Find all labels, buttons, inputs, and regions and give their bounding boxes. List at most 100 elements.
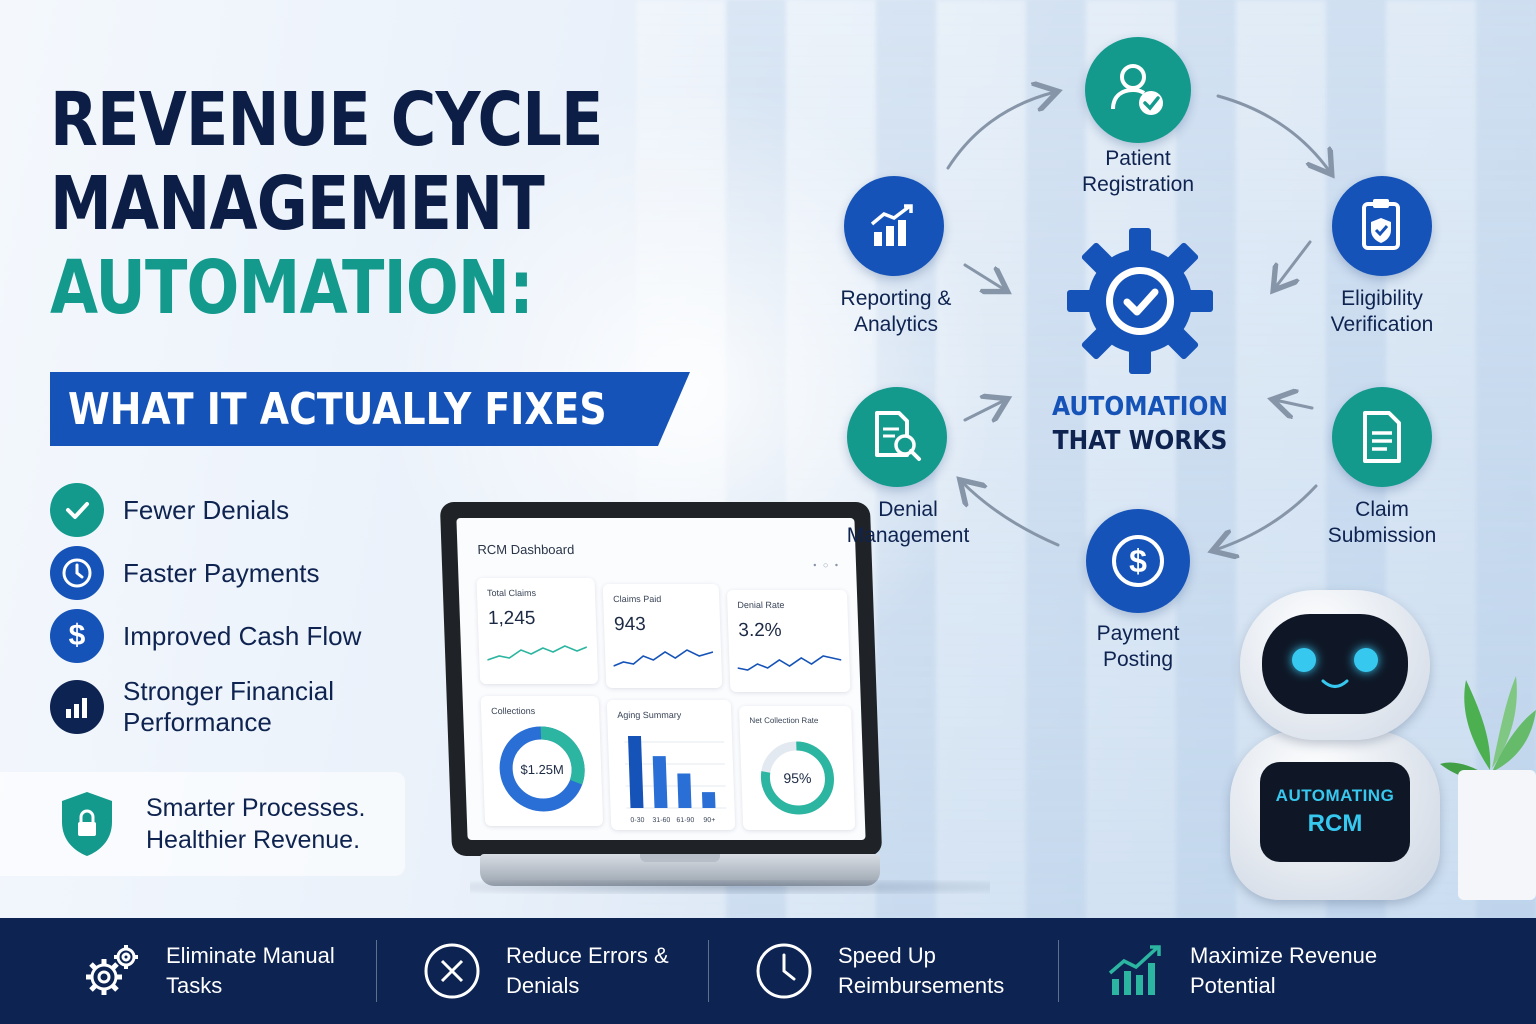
callout-line-1: Smarter Processes. (146, 794, 366, 822)
growth-chart-icon (1104, 939, 1168, 1003)
robot-head (1240, 590, 1430, 740)
node-eligibility-verification: Eligibility Verification (1282, 286, 1482, 338)
dashboard-title: RCM Dashboard (477, 542, 575, 557)
denial-rate-card: Denial Rate 3.2% (726, 590, 851, 692)
footer-text-line-2: Denials (506, 973, 580, 998)
node-patient-registration: Patient Registration (1038, 146, 1238, 198)
desk-shadow (470, 880, 990, 894)
net-collection-value: 95% (783, 770, 812, 786)
gears-icon (80, 939, 144, 1003)
footer-text-line-1: Eliminate Manual (166, 943, 335, 968)
cycle-center-label: AUTOMATION THAT WORKS (1040, 390, 1240, 458)
footer-text-line-1: Maximize Revenue (1190, 943, 1378, 968)
clock-icon (50, 546, 104, 600)
callout-line-2: Healthier Revenue. (146, 826, 361, 854)
benefit-item: $ Improved Cash Flow (50, 608, 361, 664)
node-label-line-2: Verification (1330, 313, 1434, 336)
node-label-line-2: Analytics (853, 313, 939, 336)
subtitle-banner: WHAT IT ACTUALLY FIXES (50, 372, 690, 446)
callout-box: Smarter Processes. Healthier Revenue. (0, 772, 405, 876)
headline-line-2: MANAGEMENT (50, 161, 545, 247)
dollar-icon: $ (1086, 509, 1190, 613)
footer-text-line-1: Reduce Errors & (506, 943, 669, 968)
collections-label: Collections (490, 706, 536, 716)
headline: REVENUE CYCLE MANAGEMENT AUTOMATION: (50, 78, 708, 330)
claims-paid-label: Claims Paid (613, 594, 662, 604)
clipboard-shield-icon (1332, 176, 1432, 276)
aging-bar (677, 773, 692, 808)
document-icon (1332, 387, 1432, 487)
lock-shield-icon (62, 792, 112, 856)
footer-divider (1058, 940, 1059, 1002)
center-line-2: THAT WORKS (1052, 426, 1228, 456)
clock-icon (752, 939, 816, 1003)
aging-tick-label: 61-90 (676, 817, 694, 824)
aging-bar (701, 792, 716, 809)
node-label-line-1: Eligibility (1341, 287, 1423, 310)
net-collection-card: Net Collection Rate 95% (738, 706, 856, 830)
net-collection-gauge: 95% (760, 741, 834, 815)
benefit-label-line-1: Stronger Financial (123, 676, 334, 706)
collections-card: Collections $1.25M (480, 696, 604, 826)
robot-screen-line-1: AUTOMATING (1275, 786, 1395, 805)
footer-text: Reduce Errors & Denials (506, 941, 669, 1001)
dollar-icon: $ (50, 609, 104, 663)
node-label-line-1: Claim (1355, 498, 1409, 521)
footer-text-line-2: Tasks (166, 973, 223, 998)
check-icon (50, 483, 104, 537)
laptop-base (480, 854, 880, 886)
benefit-label: Stronger Financial Performance (123, 676, 334, 738)
footer-text: Maximize Revenue Potential (1190, 941, 1377, 1001)
laptop-screen-frame: RCM Dashboard • ○ • Total Claims 1,245 C… (439, 502, 883, 856)
benefit-item: Fewer Denials (50, 482, 361, 538)
node-label-line-1: Reporting & (840, 287, 952, 310)
center-line-1: AUTOMATION (1052, 392, 1228, 422)
subtitle-text: WHAT IT ACTUALLY FIXES (68, 383, 607, 435)
claims-paid-sparkline (613, 649, 714, 667)
claims-paid-value: 943 (613, 614, 647, 635)
robot-smile-icon (1321, 679, 1349, 688)
headline-line-3: AUTOMATION: (50, 245, 534, 331)
benefit-item: Faster Payments (50, 545, 361, 601)
aging-summary-label: Aging Summary (617, 710, 682, 720)
plant-decoration (1440, 676, 1536, 900)
window-controls-icon: • ○ • (813, 560, 841, 570)
benefit-label: Improved Cash Flow (123, 620, 362, 651)
footer-text-line-2: Reimbursements (838, 973, 1005, 998)
benefit-label: Faster Payments (123, 557, 320, 588)
denial-rate-sparkline (737, 655, 842, 671)
footer-item: Eliminate Manual Tasks (80, 918, 335, 1024)
benefits-list: Fewer Denials Faster Payments $ Improved… (50, 482, 361, 750)
footer-bar: Eliminate Manual Tasks Reduce Errors & D… (0, 918, 1536, 1024)
footer-text: Speed Up Reimbursements (838, 941, 1004, 1001)
robot-face (1262, 614, 1408, 714)
node-label-line-1: Payment (1096, 622, 1180, 645)
collections-value: $1.25M (520, 762, 564, 777)
footer-text-line-2: Potential (1190, 973, 1276, 998)
aging-tick-label: 0-30 (630, 817, 644, 824)
robot-eye-icon (1354, 648, 1378, 672)
total-claims-label: Total Claims (486, 588, 537, 598)
aging-bar (652, 756, 668, 808)
node-reporting-analytics: Reporting & Analytics (796, 286, 996, 338)
node-payment-posting: Payment Posting (1038, 621, 1238, 673)
aging-bar (627, 736, 644, 808)
node-label-line-2: Management (846, 524, 970, 547)
footer-item: Speed Up Reimbursements (752, 918, 1004, 1024)
footer-divider (376, 940, 377, 1002)
benefit-item: Stronger Financial Performance (50, 671, 361, 743)
document-search-icon (847, 387, 947, 487)
benefit-label-line-2: Performance (123, 707, 272, 737)
footer-item: Reduce Errors & Denials (420, 918, 669, 1024)
net-collection-label: Net Collection Rate (749, 716, 819, 725)
robot-screen-line-2: RCM (1307, 810, 1363, 837)
callout-text: Smarter Processes. Healthier Revenue. (146, 792, 366, 856)
growth-chart-icon (844, 176, 944, 276)
node-label-line-2: Submission (1327, 524, 1437, 547)
claims-paid-card: Claims Paid 943 (602, 584, 723, 688)
total-claims-value: 1,245 (487, 608, 536, 629)
laptop: RCM Dashboard • ○ • Total Claims 1,245 C… (439, 498, 900, 888)
node-label-line-1: Denial (878, 498, 938, 521)
robot-screen: AUTOMATING RCM (1260, 762, 1410, 862)
